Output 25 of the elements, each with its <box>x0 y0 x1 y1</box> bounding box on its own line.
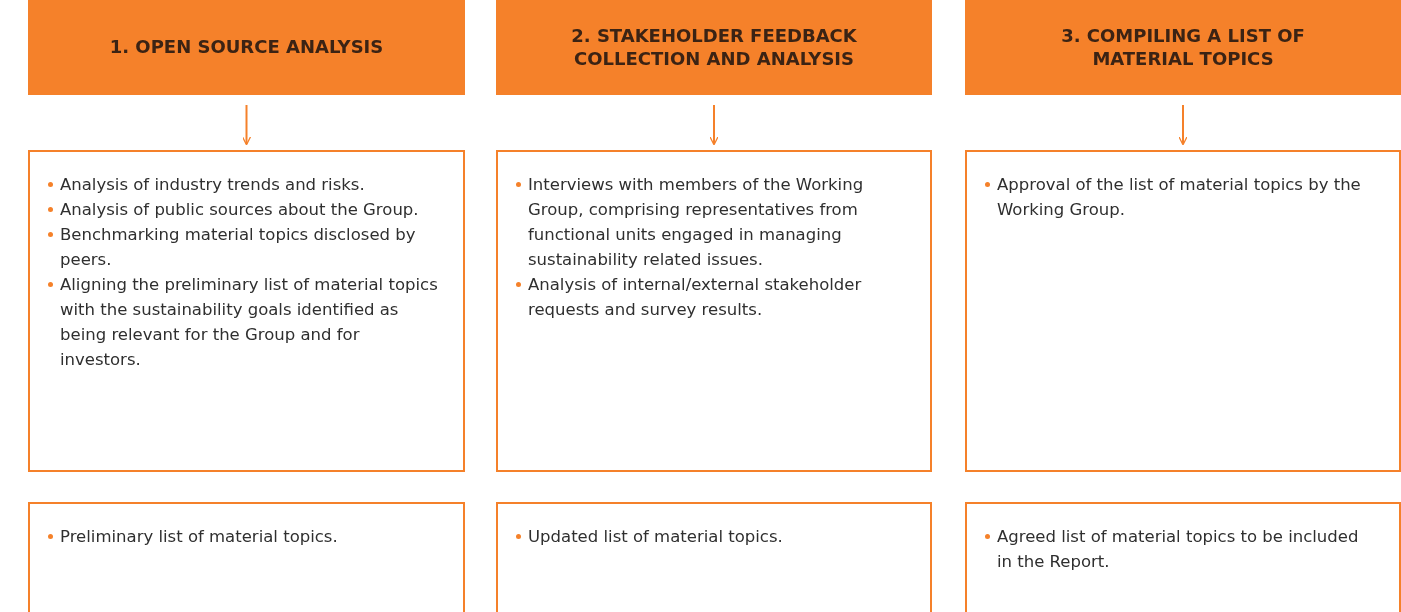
result-box <box>28 502 465 612</box>
bullet-item: Agreed list of material topics to be included in the Report. <box>997 526 1360 573</box>
bullet-item: Approval of the list of material topics by the Working Group. <box>997 174 1362 221</box>
result-box <box>496 502 932 612</box>
bullet-item: Benchmarking material topics disclosed by peers. <box>60 224 417 271</box>
bullet-item: Analysis of public sources about the Group. <box>60 199 420 221</box>
bullet-item: Preliminary list of material topics. <box>60 526 339 548</box>
bullet-item: Analysis of industry trends and risks. <box>60 174 366 196</box>
bullet-item: Interviews with members of the Working Group, comprising representatives from functional units engaged in managing sustainability related issues. <box>528 174 865 271</box>
step-title: 1. OPEN SOURCE ANALYSIS <box>109 36 384 59</box>
bullet-item: Updated list of material topics. <box>528 526 784 548</box>
arrow <box>241 104 252 146</box>
step-box <box>496 150 932 472</box>
bullet-item: Analysis of internal/external stakeholder requests and survey results. <box>528 274 863 321</box>
step-box <box>28 150 465 472</box>
step-title: 2. STAKEHOLDER FEEDBACK COLLECTION AND ANALYSIS <box>570 25 858 70</box>
step-header <box>965 0 1401 95</box>
arrow <box>1178 104 1188 146</box>
step-header <box>496 0 932 95</box>
result-box <box>965 502 1401 612</box>
bullet-item: Aligning the preliminary list of material topics with the sustainability goals identified as being relevant for the Group and for investors. <box>60 274 439 371</box>
step-header <box>28 0 465 95</box>
arrow <box>709 104 719 146</box>
step-title: 3. COMPILING A LIST OF MATERIAL TOPICS <box>1060 25 1306 70</box>
step-box <box>965 150 1401 472</box>
